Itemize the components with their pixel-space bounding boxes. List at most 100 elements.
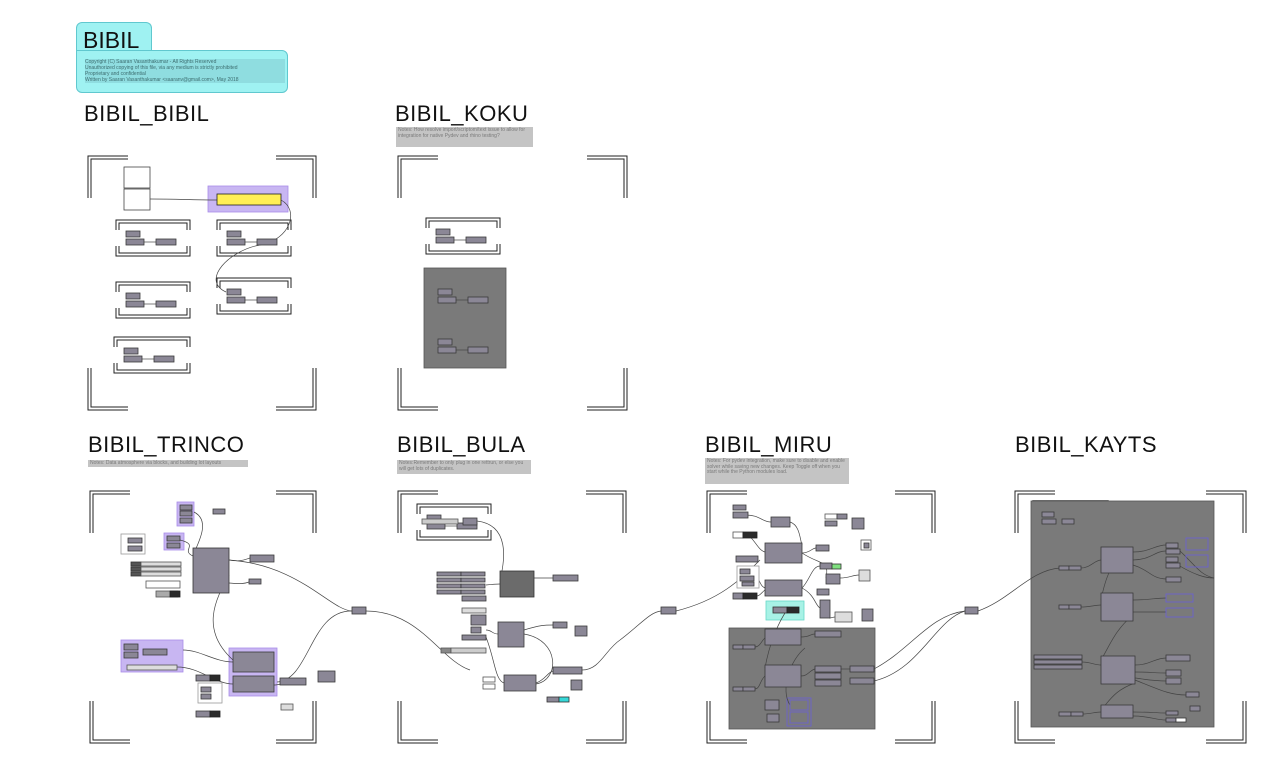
component-node[interactable] xyxy=(437,288,453,296)
component-node[interactable] xyxy=(815,544,830,552)
component-node[interactable] xyxy=(232,651,275,673)
component-node[interactable] xyxy=(764,628,802,646)
param-input[interactable] xyxy=(130,571,142,577)
param-input[interactable] xyxy=(130,566,142,572)
toggle-node[interactable] xyxy=(209,710,221,718)
component-node[interactable] xyxy=(232,675,275,693)
component-node[interactable] xyxy=(166,535,181,542)
param-input[interactable] xyxy=(440,647,452,654)
component-node[interactable] xyxy=(437,296,457,304)
output-panel[interactable] xyxy=(216,193,282,206)
component-node[interactable] xyxy=(764,664,802,688)
component-node[interactable] xyxy=(1165,669,1182,677)
component-node[interactable] xyxy=(863,542,870,549)
component-node[interactable] xyxy=(226,230,242,238)
panel-node[interactable] xyxy=(280,703,294,711)
panel-node[interactable] xyxy=(482,683,496,690)
component-layer[interactable] xyxy=(120,166,1209,724)
component-node[interactable] xyxy=(1061,518,1075,525)
input-box[interactable] xyxy=(123,166,151,189)
panel-node[interactable] xyxy=(421,518,459,525)
relay-node[interactable] xyxy=(351,606,367,615)
component-node[interactable] xyxy=(742,686,756,692)
component-node[interactable] xyxy=(200,693,212,700)
toggle-node[interactable] xyxy=(742,592,758,600)
component-node[interactable] xyxy=(836,513,848,520)
component-node[interactable] xyxy=(770,516,791,528)
component-node[interactable] xyxy=(742,644,756,650)
component-node[interactable] xyxy=(1165,654,1191,662)
component-node[interactable] xyxy=(123,643,139,651)
panel-node[interactable] xyxy=(450,647,487,654)
component-node[interactable] xyxy=(1165,548,1181,555)
component-node[interactable] xyxy=(256,296,278,304)
component-node[interactable] xyxy=(435,236,455,244)
relay-node[interactable] xyxy=(964,606,979,615)
component-node[interactable] xyxy=(1189,705,1201,712)
component-node[interactable] xyxy=(256,238,278,246)
component-node[interactable] xyxy=(123,355,143,363)
panel-node[interactable] xyxy=(834,611,853,623)
component-node[interactable] xyxy=(436,583,462,589)
component-node[interactable] xyxy=(814,630,842,638)
component-node[interactable] xyxy=(814,679,842,687)
component-node[interactable] xyxy=(155,238,177,246)
component-node[interactable] xyxy=(461,634,487,641)
component-node[interactable] xyxy=(1041,511,1055,518)
input-box[interactable] xyxy=(123,188,151,211)
component-node[interactable] xyxy=(849,677,875,685)
component-node[interactable] xyxy=(732,504,747,511)
component-node[interactable] xyxy=(470,614,487,626)
output-node[interactable] xyxy=(1185,554,1209,568)
component-node[interactable] xyxy=(127,537,143,544)
component-node[interactable] xyxy=(1041,518,1057,525)
main-component[interactable] xyxy=(497,621,525,648)
toggle-node[interactable] xyxy=(209,674,221,682)
component-node[interactable] xyxy=(861,608,874,622)
component-node[interactable] xyxy=(467,296,489,304)
component-node[interactable] xyxy=(166,542,181,549)
component-node[interactable] xyxy=(739,568,751,575)
component-node[interactable] xyxy=(732,644,744,650)
main-component[interactable] xyxy=(192,547,230,594)
component-node[interactable] xyxy=(574,625,588,637)
main-component[interactable] xyxy=(764,579,803,597)
output-node[interactable] xyxy=(1185,537,1209,551)
component-node[interactable] xyxy=(735,555,759,563)
component-node[interactable] xyxy=(465,236,487,244)
toggle-node[interactable] xyxy=(546,696,560,703)
component-node[interactable] xyxy=(226,288,242,296)
panel-node[interactable] xyxy=(145,580,181,589)
component-node[interactable] xyxy=(436,571,462,577)
component-node[interactable] xyxy=(1165,576,1182,583)
component-node[interactable] xyxy=(1033,654,1083,660)
component-node[interactable] xyxy=(1068,565,1082,571)
component-node[interactable] xyxy=(461,595,487,602)
component-node[interactable] xyxy=(1100,592,1134,622)
component-node[interactable] xyxy=(552,574,579,582)
output-node[interactable] xyxy=(789,711,809,724)
component-node[interactable] xyxy=(127,545,143,552)
component-node[interactable] xyxy=(436,589,462,595)
component-node[interactable] xyxy=(460,583,486,589)
component-node[interactable] xyxy=(825,573,841,585)
component-node[interactable] xyxy=(1070,711,1084,717)
component-node[interactable] xyxy=(460,577,486,583)
component-node[interactable] xyxy=(467,346,489,354)
component-node[interactable] xyxy=(766,713,780,723)
component-node[interactable] xyxy=(436,577,462,583)
component-node[interactable] xyxy=(849,665,875,673)
component-node[interactable] xyxy=(739,575,755,582)
component-node[interactable] xyxy=(851,517,865,530)
component-node[interactable] xyxy=(824,520,838,527)
output-node[interactable] xyxy=(789,699,809,711)
component-node[interactable] xyxy=(142,648,168,656)
component-node[interactable] xyxy=(123,347,139,355)
param-input[interactable] xyxy=(130,561,142,567)
component-node[interactable] xyxy=(819,599,831,619)
panel-node[interactable] xyxy=(732,531,744,539)
component-node[interactable] xyxy=(1100,546,1134,574)
panel-node[interactable] xyxy=(1175,717,1187,723)
component-node[interactable] xyxy=(732,511,749,519)
component-node[interactable] xyxy=(226,238,246,246)
